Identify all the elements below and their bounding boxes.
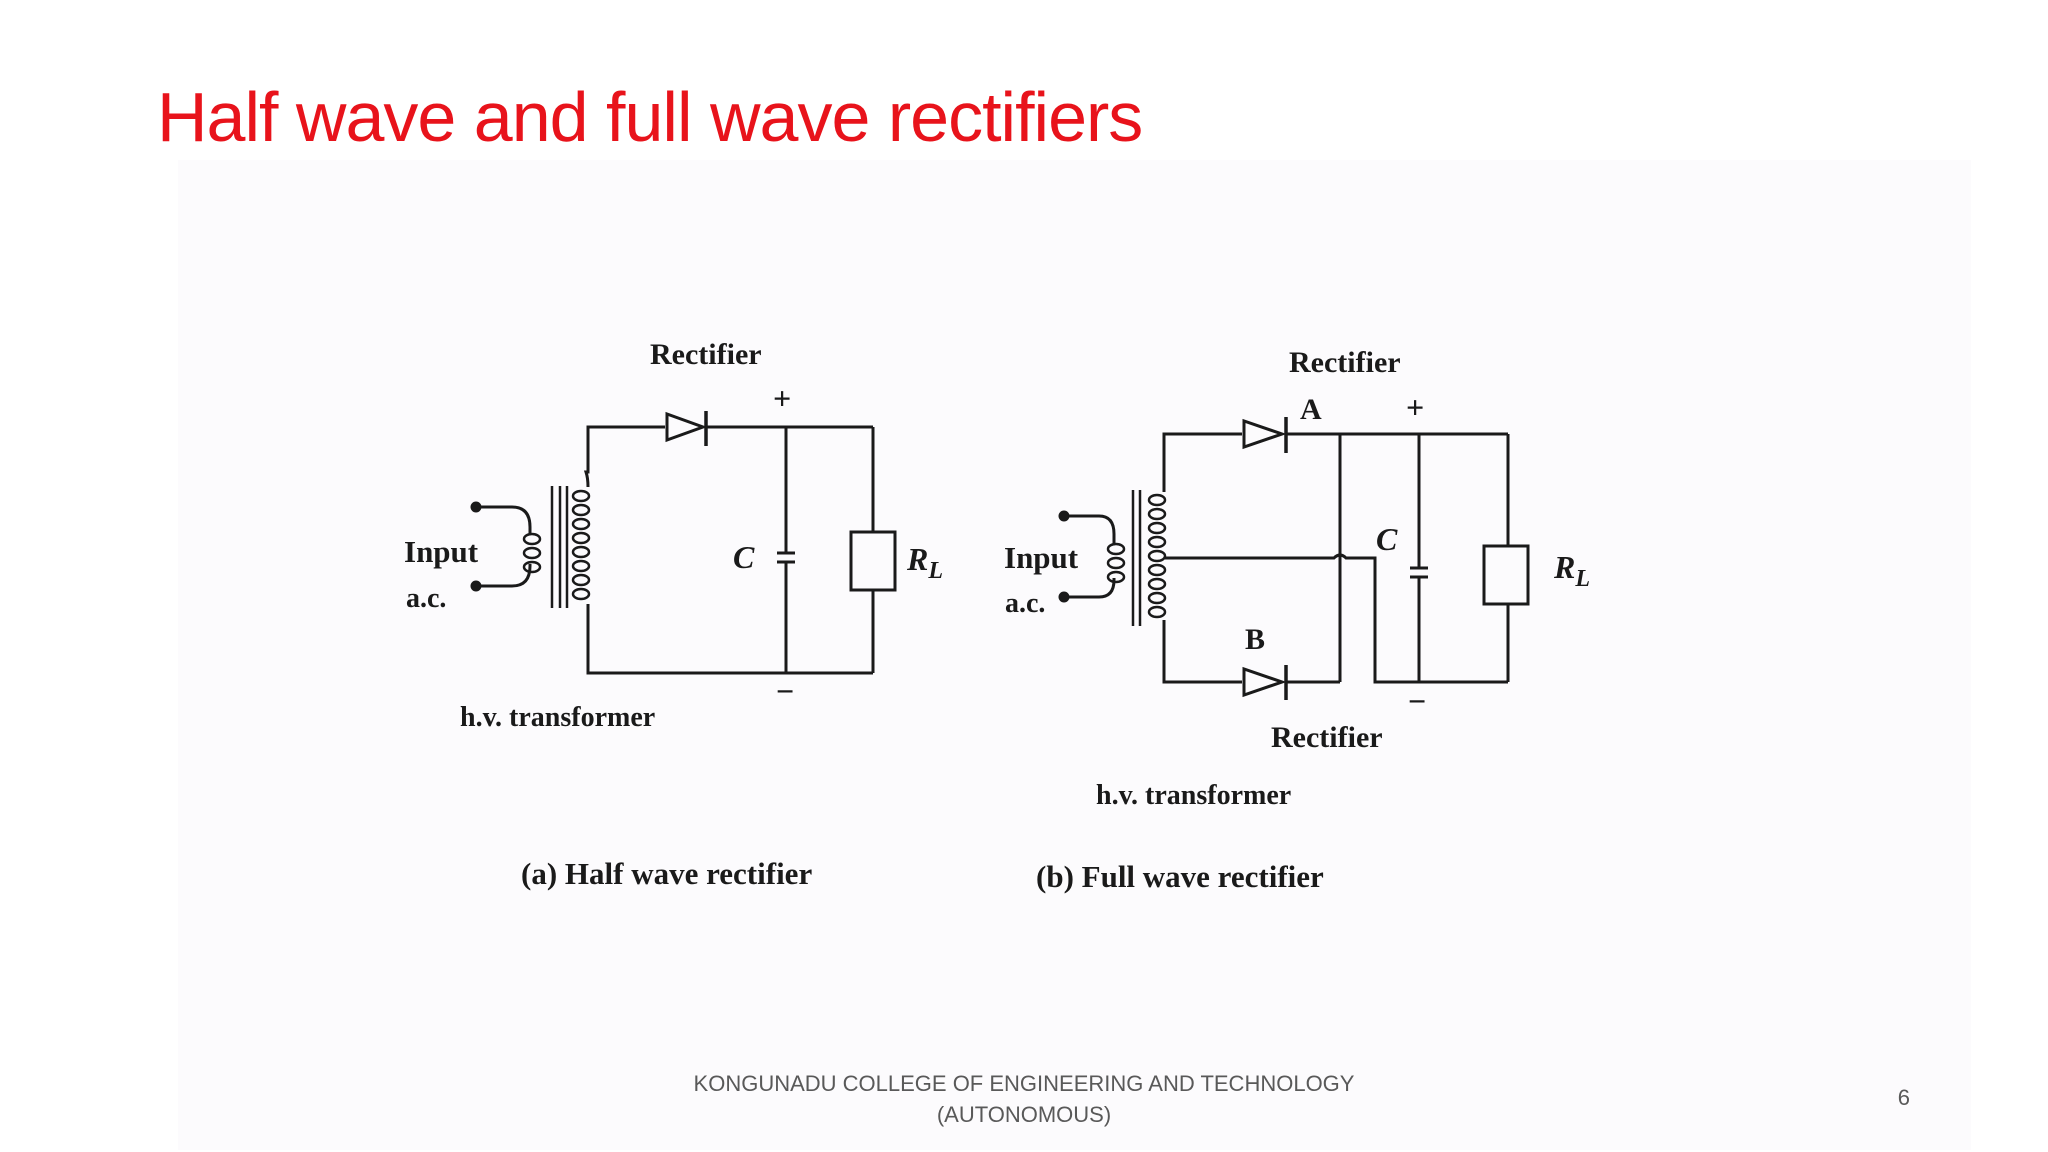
half-wave-circuit <box>470 411 897 675</box>
footer-institution: KONGUNADU COLLEGE OF ENGINEERING AND TEC… <box>693 1071 1355 1096</box>
fw-caption: (b) Full wave rectifier <box>1036 859 1324 894</box>
hw-capacitor-label: C <box>733 539 755 575</box>
hw-load-resistor <box>849 530 897 592</box>
hw-input-terminal-bottom <box>470 580 482 592</box>
slide-title: Half wave and full wave rectifiers <box>157 78 1143 156</box>
fw-diode-a <box>1242 418 1287 450</box>
page-number: 6 <box>1897 1085 1910 1110</box>
fw-input-lead-top <box>1064 514 1116 544</box>
fw-rectifier-bottom-label: Rectifier <box>1271 721 1383 754</box>
hw-input-lead-bottom <box>476 564 532 588</box>
fw-load-resistor <box>1482 544 1530 606</box>
fw-load-label: RL <box>1553 549 1590 592</box>
hw-transformer-label: h.v. transformer <box>460 702 655 733</box>
fw-secondary-coil <box>1147 493 1167 619</box>
fw-rectifier-top-label: Rectifier <box>1289 346 1401 379</box>
fw-minus-sign: − <box>1408 683 1426 719</box>
fw-plus-sign: + <box>1406 389 1424 425</box>
hw-ac-label: a.c. <box>406 583 446 614</box>
hw-load-subscript: L <box>927 558 943 584</box>
fw-input-terminal-top <box>1058 510 1070 522</box>
hw-secondary-coil <box>571 489 591 601</box>
hw-primary-coil <box>522 532 542 574</box>
fw-center-tap-wire <box>1165 553 1508 684</box>
fw-bottom-wire <box>1162 620 1242 684</box>
fw-top-wire <box>1162 432 1242 492</box>
hw-rectifier-label: Rectifier <box>650 338 762 371</box>
fw-capacitor-label: C <box>1376 521 1398 557</box>
slide-footer: KONGUNADU COLLEGE OF ENGINEERING AND TEC… <box>0 1068 2048 1130</box>
fw-primary-coil <box>1106 542 1126 584</box>
hw-load-label: RL <box>906 541 943 584</box>
fw-input-lead-bottom <box>1064 578 1116 599</box>
fw-input-terminal-bottom <box>1058 591 1070 603</box>
hw-minus-sign: − <box>776 673 794 709</box>
hw-bottom-wire <box>586 604 873 675</box>
hw-input-label: Input <box>404 534 479 569</box>
fw-diode-b <box>1242 666 1287 698</box>
hw-input-terminal-top <box>470 501 482 513</box>
fw-input-label: Input <box>1004 540 1079 575</box>
hw-diode <box>665 411 708 443</box>
hw-top-wire <box>583 425 665 488</box>
footer-autonomous: (AUTONOMOUS) <box>936 1102 1112 1127</box>
fw-transformer-label: h.v. transformer <box>1096 780 1291 811</box>
hw-input-lead-top <box>476 505 532 534</box>
fw-load-subscript: L <box>1574 566 1590 592</box>
hw-load-letter: R <box>906 541 928 577</box>
fw-node-b-label: B <box>1245 623 1265 656</box>
hw-plus-sign: + <box>773 380 791 416</box>
fw-load-letter: R <box>1553 549 1575 585</box>
hw-caption: (a) Half wave rectifier <box>521 856 812 891</box>
figure-panel <box>178 160 1971 1150</box>
full-wave-circuit <box>1058 417 1530 700</box>
fw-node-a-label: A <box>1300 393 1322 426</box>
fw-ac-label: a.c. <box>1005 588 1045 619</box>
